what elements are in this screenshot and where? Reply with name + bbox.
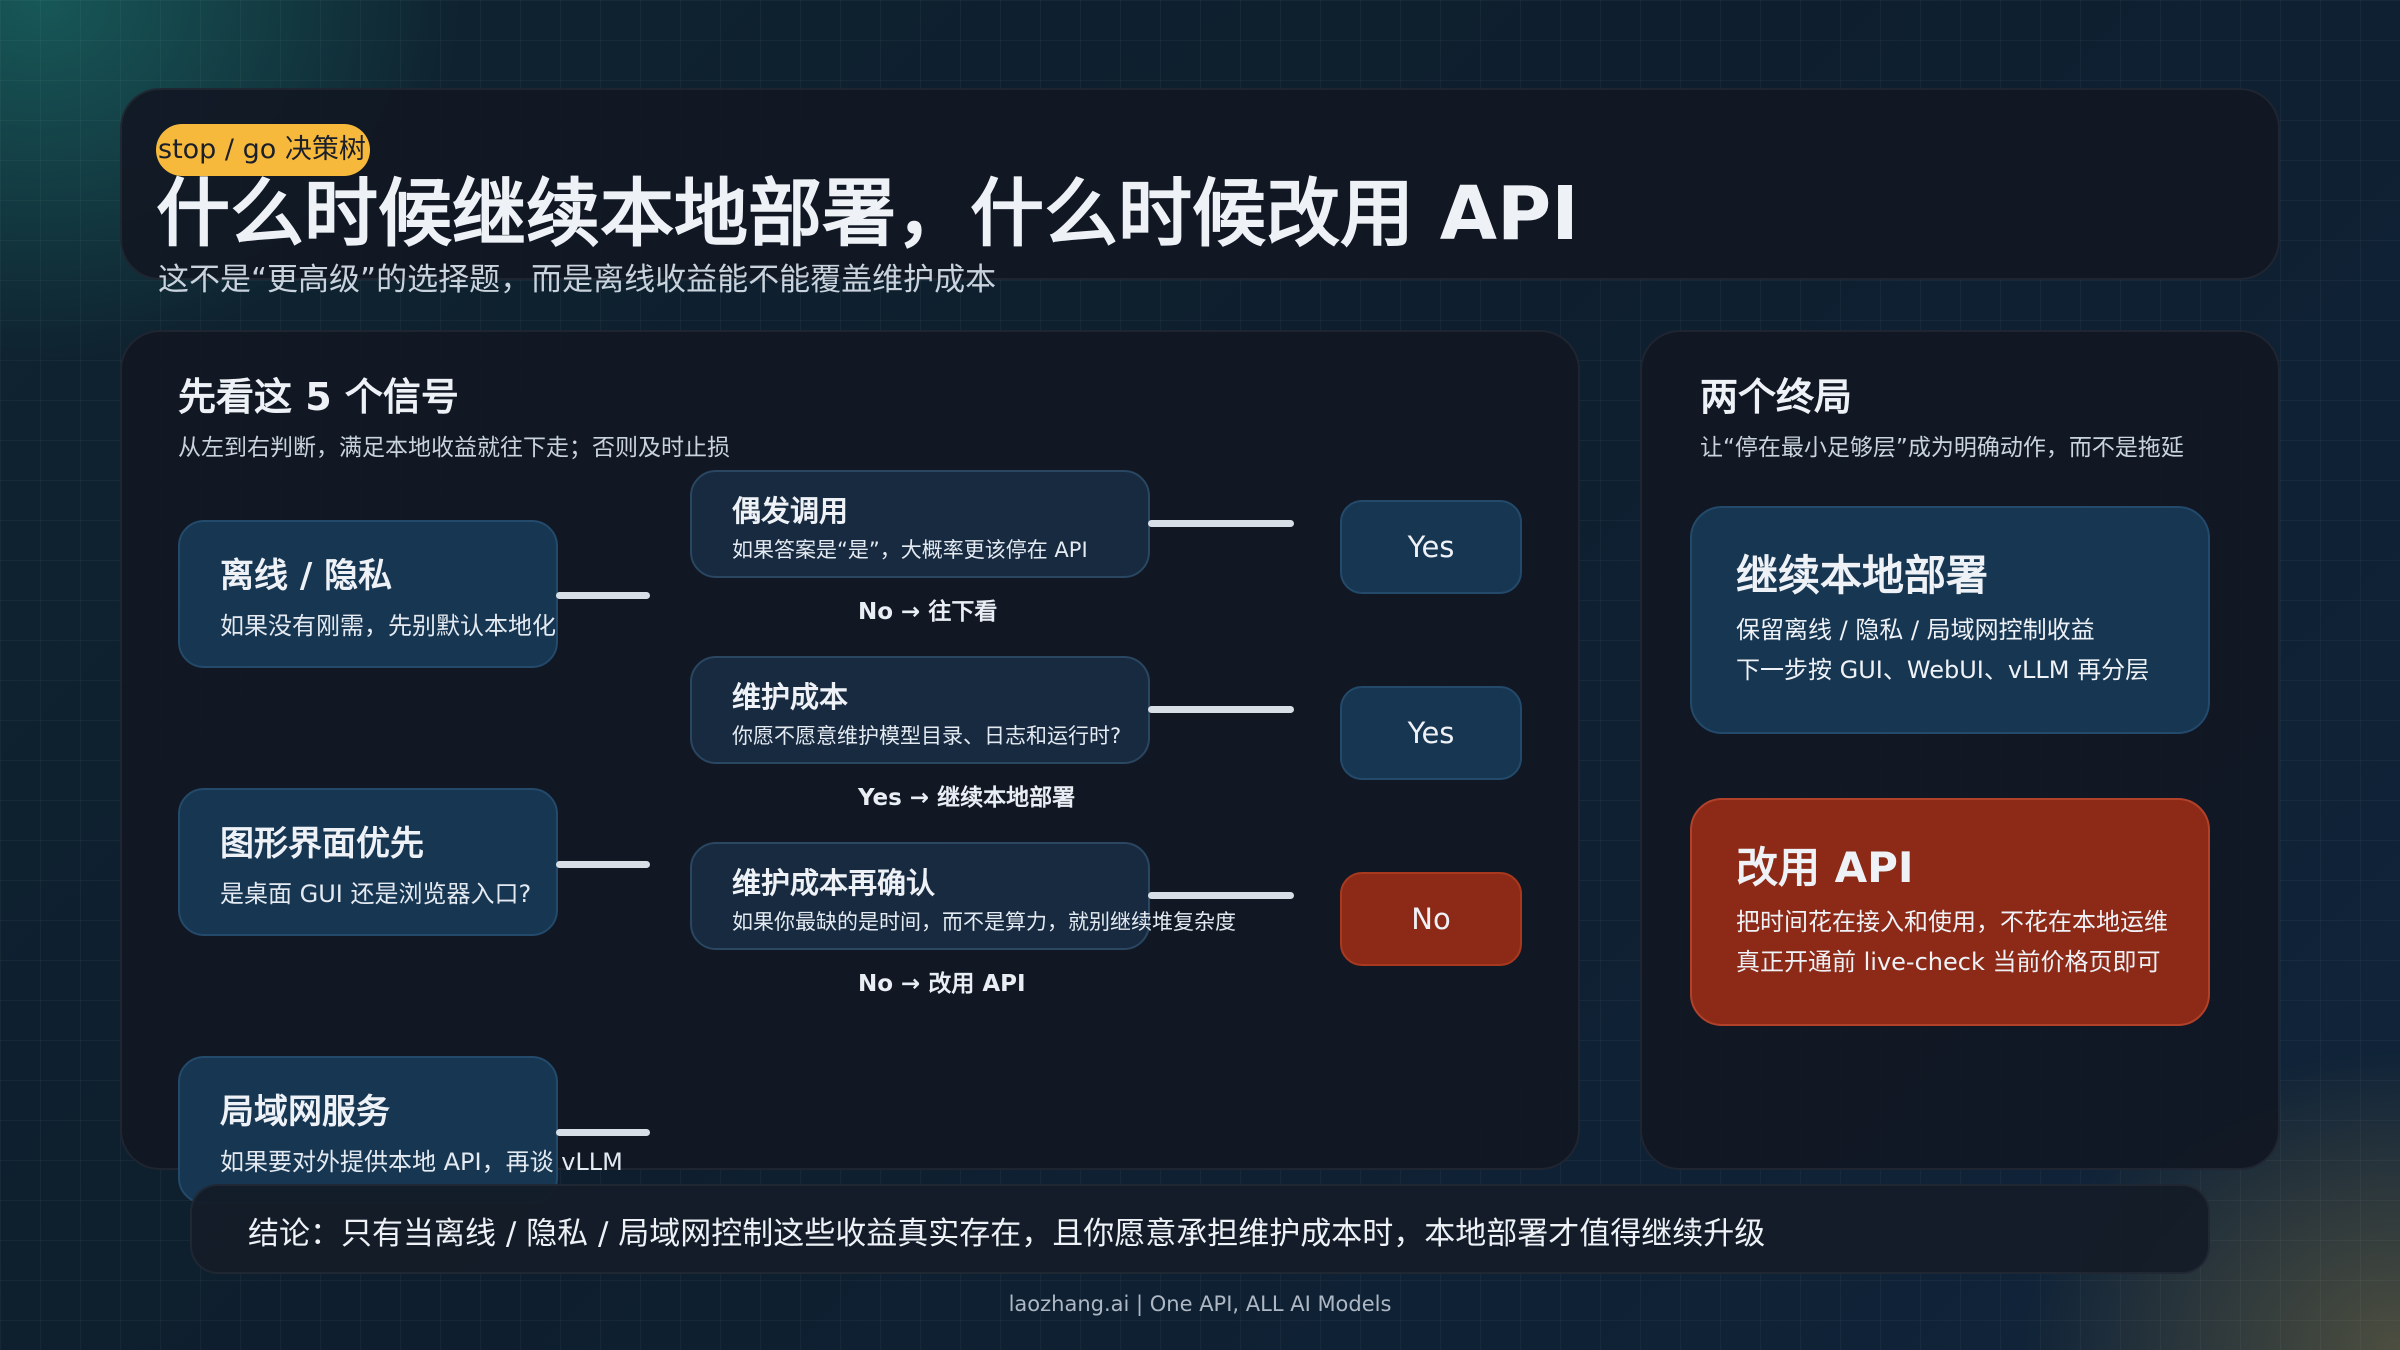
- connector-line: [556, 861, 650, 868]
- conclusion-bar: 结论：只有当离线 / 隐私 / 局域网控制这些收益真实存在，且你愿意承担维护成本…: [190, 1184, 2210, 1274]
- ending-line: 把时间花在接入和使用，不花在本地运维: [1736, 908, 2168, 936]
- route-label: Yes → 继续本地部署: [858, 785, 1076, 811]
- connector-line: [556, 592, 650, 599]
- ending-line: 保留离线 / 隐私 / 局域网控制收益: [1736, 616, 2095, 644]
- question-desc: 如果答案是“是”，大概率更该停在 API: [732, 538, 1088, 562]
- header-card: [120, 88, 2280, 280]
- question-desc: 你愿不愿意维护模型目录、日志和运行时?: [732, 724, 1122, 748]
- connector-line: [1148, 892, 1294, 899]
- route-label: No → 往下看: [858, 599, 998, 625]
- question-title: 维护成本再确认: [732, 866, 936, 900]
- endings-note: 让“停在最小足够层”成为明确动作，而不是拖延: [1700, 435, 2184, 461]
- conclusion-text: 结论：只有当离线 / 隐私 / 局域网控制这些收益真实存在，且你愿意承担维护成本…: [248, 1216, 1766, 1252]
- endings-panel: [1640, 330, 2280, 1170]
- signal-node-desc: 如果要对外提供本地 API，再谈 vLLM: [220, 1148, 623, 1176]
- connector-line: [1148, 520, 1294, 527]
- question-node-maintenance-cost: 维护成本 你愿不愿意维护模型目录、日志和运行时?: [690, 656, 1150, 764]
- question-node-maintenance-recheck: 维护成本再确认 如果你最缺的是时间，而不是算力，就别继续堆复杂度: [690, 842, 1236, 950]
- ending-continue-local: 继续本地部署 保留离线 / 隐私 / 局域网控制收益 下一步按 GUI、WebU…: [1690, 506, 2210, 734]
- answer-yes-1: Yes: [1340, 500, 1522, 594]
- topic-badge: stop / go 决策树: [156, 124, 370, 176]
- connector-line: [1148, 706, 1294, 713]
- page-title: 什么时候继续本地部署，什么时候改用 API: [156, 171, 1579, 257]
- footer-brand: laozhang.ai | One API, ALL AI Models: [1008, 1292, 1392, 1316]
- ending-title: 继续本地部署: [1736, 551, 1989, 600]
- signal-node-gui-first: 图形界面优先 是桌面 GUI 还是浏览器入口?: [178, 788, 558, 936]
- signal-node-offline-privacy: 离线 / 隐私 如果没有刚需，先别默认本地化: [178, 520, 558, 668]
- question-desc: 如果你最缺的是时间，而不是算力，就别继续堆复杂度: [732, 910, 1236, 934]
- ending-switch-api: 改用 API 把时间花在接入和使用，不花在本地运维 真正开通前 live-che…: [1690, 798, 2210, 1026]
- signal-node-title: 图形界面优先: [220, 824, 424, 864]
- route-label: No → 改用 API: [858, 971, 1026, 997]
- page-subtitle: 这不是“更高级”的选择题，而是离线收益能不能覆盖维护成本: [158, 262, 997, 298]
- signal-node-title: 离线 / 隐私: [220, 556, 393, 596]
- signal-node-desc: 如果没有刚需，先别默认本地化: [220, 612, 556, 640]
- signal-node-desc: 是桌面 GUI 还是浏览器入口?: [220, 880, 532, 908]
- question-node-occasional-calls: 偶发调用 如果答案是“是”，大概率更该停在 API: [690, 470, 1150, 578]
- answer-no: No: [1340, 872, 1522, 966]
- signals-note: 从左到右判断，满足本地收益就往下走；否则及时止损: [178, 435, 730, 461]
- question-title: 偶发调用: [732, 494, 849, 528]
- answer-yes-2: Yes: [1340, 686, 1522, 780]
- ending-title: 改用 API: [1736, 843, 1914, 892]
- signal-node-title: 局域网服务: [220, 1092, 390, 1132]
- connector-line: [556, 1129, 650, 1136]
- signals-heading: 先看这 5 个信号: [178, 375, 459, 419]
- endings-heading: 两个终局: [1700, 375, 1853, 419]
- ending-line: 真正开通前 live-check 当前价格页即可: [1736, 948, 2161, 976]
- question-title: 维护成本: [732, 680, 849, 714]
- ending-line: 下一步按 GUI、WebUI、vLLM 再分层: [1736, 656, 2150, 684]
- signal-node-lan-service: 局域网服务 如果要对外提供本地 API，再谈 vLLM: [178, 1056, 623, 1204]
